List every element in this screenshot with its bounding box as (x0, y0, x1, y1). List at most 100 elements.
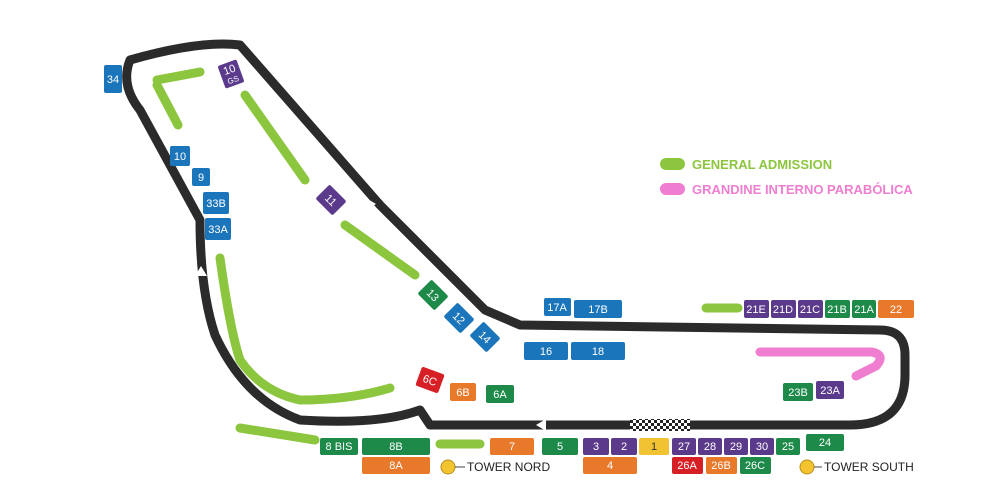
stand-9[interactable]: 9 (192, 168, 210, 186)
tower-south[interactable]: TOWER SOUTH (799, 459, 914, 475)
stand-22[interactable]: 22 (878, 300, 914, 318)
stand-24[interactable]: 24 (806, 434, 844, 451)
stand-6c[interactable]: 6C (415, 366, 445, 393)
grandine-area (755, 347, 885, 381)
general-admission-areas (152, 67, 743, 449)
start-finish-line (630, 419, 690, 431)
svg-text:6A: 6A (493, 389, 507, 401)
stand-30[interactable]: 30 (750, 438, 774, 455)
svg-text:22: 22 (890, 304, 902, 316)
stand-10[interactable]: 10 (170, 146, 190, 166)
svg-text:GS: GS (226, 74, 240, 86)
stand-5[interactable]: 5 (542, 438, 578, 455)
svg-text:23B: 23B (788, 387, 808, 399)
svg-text:6B: 6B (456, 387, 469, 399)
tower-nord-label: TOWER NORD (467, 460, 550, 474)
stand-8bis[interactable]: 8 BIS (320, 438, 358, 455)
svg-text:21D: 21D (773, 304, 793, 316)
stand-21a[interactable]: 21A (852, 300, 876, 318)
stand-18[interactable]: 18 (571, 342, 625, 360)
stand-17a[interactable]: 17A (544, 298, 571, 316)
stand-28[interactable]: 28 (698, 438, 722, 455)
stand-10gs[interactable]: 10 GS (217, 59, 244, 89)
svg-text:16: 16 (540, 346, 552, 358)
svg-text:7: 7 (509, 441, 515, 453)
svg-text:27: 27 (678, 441, 690, 453)
svg-text:25: 25 (782, 441, 794, 453)
stand-33a[interactable]: 33A (205, 218, 231, 240)
stand-1[interactable]: 1 (639, 438, 669, 455)
svg-text:4: 4 (607, 460, 613, 472)
svg-text:8B: 8B (389, 441, 402, 453)
svg-text:21E: 21E (746, 304, 766, 316)
svg-text:34: 34 (107, 74, 119, 86)
svg-text:21C: 21C (800, 304, 820, 316)
stand-23a[interactable]: 23A (816, 381, 844, 399)
svg-text:1: 1 (651, 441, 657, 453)
legend-swatch-general-admission (660, 158, 685, 170)
stand-23b[interactable]: 23B (783, 383, 813, 401)
svg-text:5: 5 (557, 441, 563, 453)
stand-34[interactable]: 34 (104, 65, 122, 93)
stand-21e[interactable]: 21E (744, 300, 769, 318)
svg-text:17B: 17B (588, 304, 608, 316)
stand-7[interactable]: 7 (490, 438, 534, 455)
stand-13[interactable]: 13 (417, 279, 448, 310)
stand-11[interactable]: 11 (315, 184, 346, 215)
svg-text:3: 3 (593, 441, 599, 453)
stand-21b[interactable]: 21B (825, 300, 850, 318)
svg-text:26B: 26B (711, 460, 731, 472)
svg-text:23A: 23A (820, 385, 840, 397)
stand-21c[interactable]: 21C (798, 300, 823, 318)
direction-arrow-icon (195, 266, 207, 276)
svg-text:33A: 33A (208, 224, 228, 236)
stand-17b[interactable]: 17B (574, 300, 622, 318)
direction-arrow-icon (366, 198, 376, 210)
svg-text:28: 28 (704, 441, 716, 453)
race-track (122, 39, 910, 430)
svg-text:8 BIS: 8 BIS (326, 441, 353, 453)
stand-3[interactable]: 3 (583, 438, 609, 455)
stand-14[interactable]: 14 (469, 321, 500, 352)
stand-8a[interactable]: 8A (362, 457, 430, 474)
stand-12[interactable]: 12 (443, 302, 474, 333)
tower-south-label: TOWER SOUTH (824, 460, 914, 474)
stand-29[interactable]: 29 (724, 438, 748, 455)
svg-text:33B: 33B (206, 198, 226, 210)
stand-21d[interactable]: 21D (771, 300, 796, 318)
svg-text:8A: 8A (389, 460, 403, 472)
legend-label-general-admission: GENERAL ADMISSION (692, 157, 832, 172)
svg-text:9: 9 (198, 172, 204, 184)
svg-text:29: 29 (730, 441, 742, 453)
stand-33b[interactable]: 33B (203, 192, 229, 214)
svg-text:24: 24 (819, 437, 831, 449)
svg-text:26A: 26A (677, 460, 697, 472)
tower-icon (799, 459, 815, 475)
svg-text:2: 2 (621, 441, 627, 453)
tower-nord[interactable]: TOWER NORD (440, 459, 550, 475)
svg-text:6C: 6C (421, 373, 438, 389)
svg-text:21A: 21A (854, 304, 874, 316)
svg-text:10: 10 (174, 151, 186, 163)
stand-25[interactable]: 25 (776, 438, 800, 455)
svg-text:26C: 26C (745, 460, 765, 472)
stand-6b[interactable]: 6B (450, 383, 476, 401)
stand-26a[interactable]: 26A (672, 457, 703, 474)
stand-2[interactable]: 2 (611, 438, 637, 455)
svg-text:18: 18 (592, 346, 604, 358)
legend: GENERAL ADMISSION GRANDINE INTERNO PARAB… (660, 157, 913, 197)
stand-4[interactable]: 4 (583, 457, 637, 474)
svg-text:10: 10 (222, 63, 238, 78)
direction-arrow-icon (536, 419, 546, 431)
stand-6a[interactable]: 6A (486, 385, 514, 403)
stand-16[interactable]: 16 (524, 342, 568, 360)
stand-27[interactable]: 27 (672, 438, 696, 455)
stand-8b[interactable]: 8B (362, 438, 430, 455)
svg-text:30: 30 (756, 441, 768, 453)
svg-text:17A: 17A (547, 302, 567, 314)
svg-text:21B: 21B (827, 304, 847, 316)
stand-26b[interactable]: 26B (706, 457, 737, 474)
stand-26c[interactable]: 26C (740, 457, 771, 474)
